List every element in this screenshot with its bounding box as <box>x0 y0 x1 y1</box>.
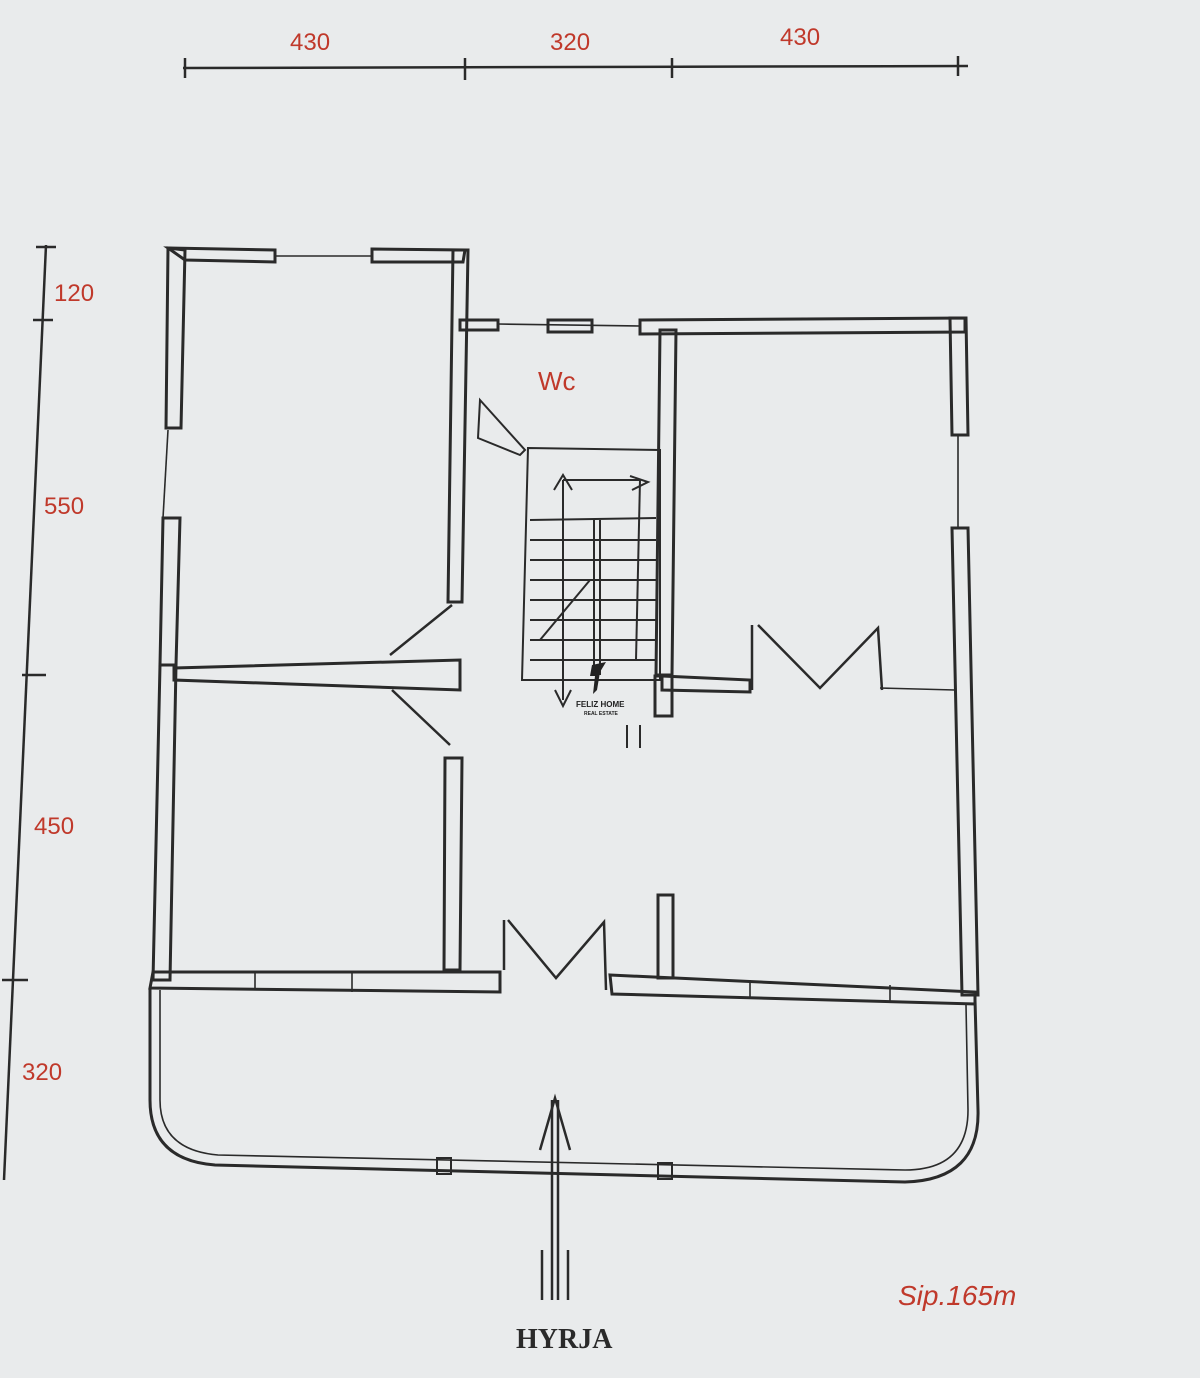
top-dim-3: 430 <box>780 24 820 51</box>
left-dim-1: 120 <box>54 280 94 307</box>
entrance-label: HYRJA <box>516 1324 613 1355</box>
top-dimension-line <box>182 56 969 80</box>
watermark-brand: FELIZ HOME <box>576 700 625 709</box>
watermark-logo: FELIZ HOME REAL ESTATE <box>576 662 625 717</box>
left-dimension-line <box>2 244 56 1181</box>
feliz-home-logo-icon <box>590 662 606 694</box>
walls <box>148 246 980 1006</box>
left-dim-2: 550 <box>44 493 84 520</box>
terrace-outline <box>148 988 980 1184</box>
top-dim-1: 430 <box>290 29 330 56</box>
entrance-arrow <box>538 1093 572 1300</box>
area-label: Sip.165m <box>898 1280 1016 1311</box>
left-dim-3: 450 <box>34 813 74 840</box>
room-label-wc: Wc <box>538 366 576 396</box>
top-dim-2: 320 <box>550 29 590 56</box>
watermark-tagline: REAL ESTATE <box>584 711 619 717</box>
left-dim-4: 320 <box>22 1059 62 1086</box>
folding-doors <box>389 604 884 991</box>
staircase <box>476 397 661 709</box>
